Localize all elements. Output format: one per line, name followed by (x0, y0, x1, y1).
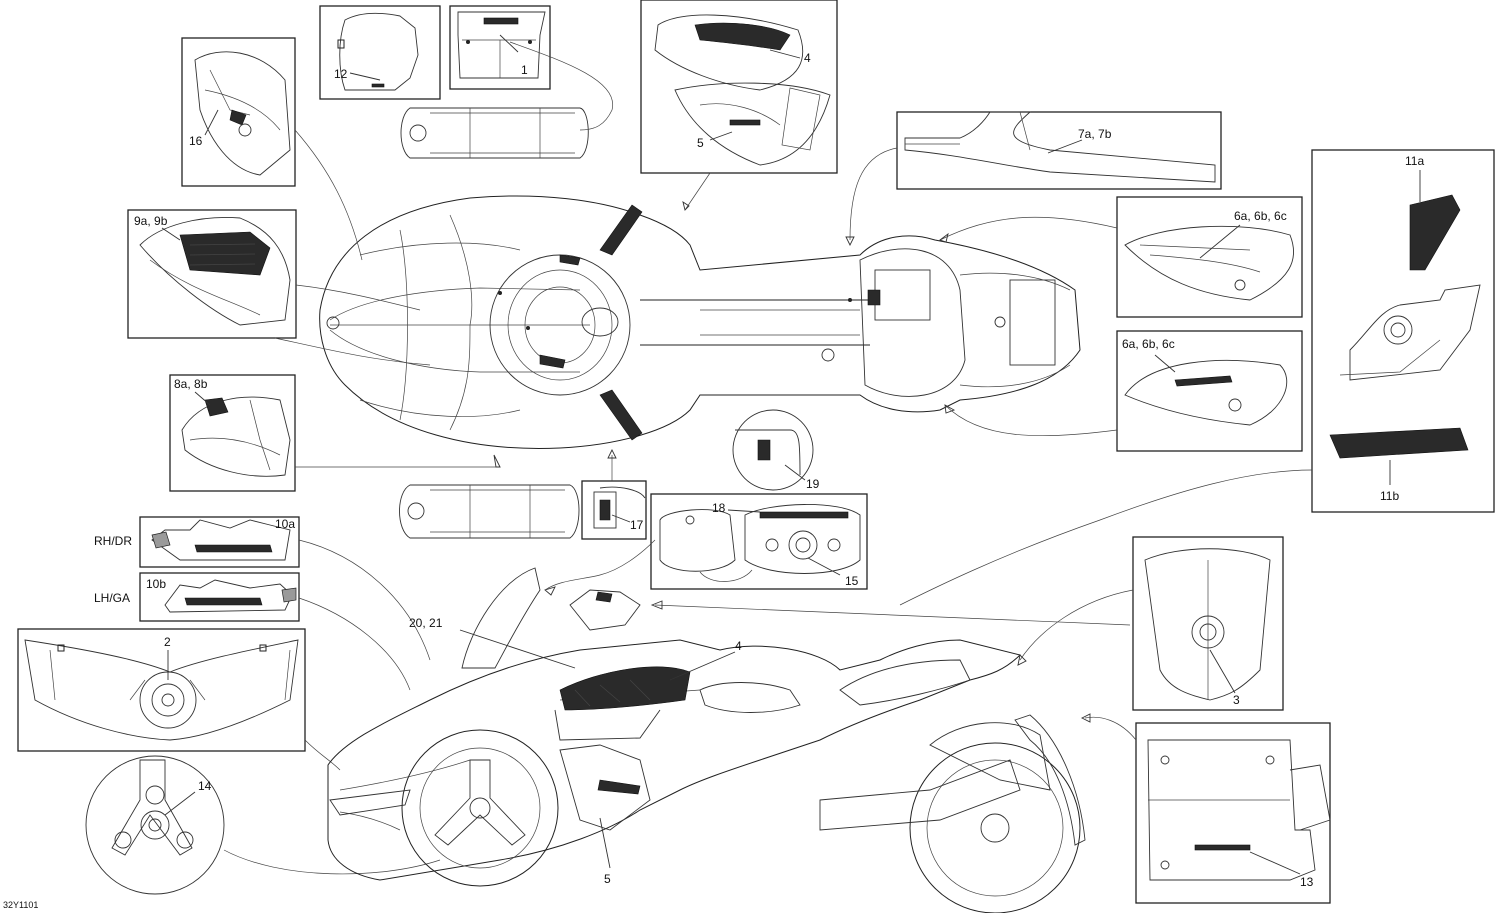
callout-2: 2 (164, 635, 171, 649)
panel-9: 9a, 9b (127, 209, 297, 339)
panel-17: 17 (581, 480, 647, 540)
panel-16: 16 (181, 37, 296, 187)
callout-4-side: 4 (735, 639, 742, 653)
vehicle-top-view (319, 195, 1081, 449)
callout-11b: 11b (1380, 489, 1399, 503)
callout-10b: 10b (146, 577, 166, 591)
panel-12: 12 (319, 5, 441, 100)
callout-19: 19 (806, 477, 820, 491)
diagram-code: 32Y1101 (3, 900, 38, 910)
callout-10a: 10a (275, 517, 295, 531)
panel-6-top: 6a, 6b, 6c (1116, 196, 1303, 318)
callout-5-top: 5 (697, 136, 704, 150)
callout-3: 3 (1233, 693, 1240, 707)
label-rh-dr: RH/DR (94, 534, 132, 548)
panel-10b: 10b (139, 572, 300, 622)
callout-16: 16 (189, 134, 203, 148)
callout-5-side: 5 (604, 872, 611, 886)
callout-18: 18 (712, 501, 726, 515)
callout-15: 15 (845, 574, 859, 588)
callout-9: 9a, 9b (134, 214, 168, 228)
callout-17: 17 (630, 518, 644, 532)
callout-11a: 11a (1405, 154, 1424, 168)
panel-8: 8a, 8b (169, 374, 296, 492)
callout-14: 14 (198, 779, 212, 793)
vehicle-side-view: 5 4 20, 21 (327, 567, 1086, 913)
storage-capsule-top (400, 107, 589, 159)
panel-4-5: 4 5 (640, 0, 838, 174)
callout-13: 13 (1300, 875, 1314, 889)
panel-3: 3 (1132, 536, 1284, 711)
storage-capsule-bottom (399, 484, 580, 539)
panel-11: 11a 11b (1311, 149, 1495, 513)
callout-6-bottom: 6a, 6b, 6c (1122, 337, 1175, 351)
callout-8: 8a, 8b (174, 377, 208, 391)
callout-6-top: 6a, 6b, 6c (1234, 209, 1287, 223)
callout-20-21: 20, 21 (409, 616, 443, 630)
callout-1: 1 (521, 63, 528, 77)
panel-19: 19 (732, 409, 820, 491)
panel-1: 1 (449, 5, 551, 90)
panel-14: 14 (85, 755, 225, 895)
panel-10a: 10a (139, 516, 300, 568)
panel-2: 2 (17, 628, 306, 752)
label-lh-ga: LH/GA (94, 591, 130, 605)
panel-6-bottom: 6a, 6b, 6c (1116, 330, 1303, 452)
callout-7: 7a, 7b (1078, 127, 1112, 141)
callout-12: 12 (334, 67, 348, 81)
callout-4-top: 4 (804, 51, 811, 65)
panel-15-18: 18 15 (650, 493, 868, 590)
panel-7: 7a, 7b (896, 111, 1222, 190)
panel-13: 13 (1135, 722, 1331, 904)
